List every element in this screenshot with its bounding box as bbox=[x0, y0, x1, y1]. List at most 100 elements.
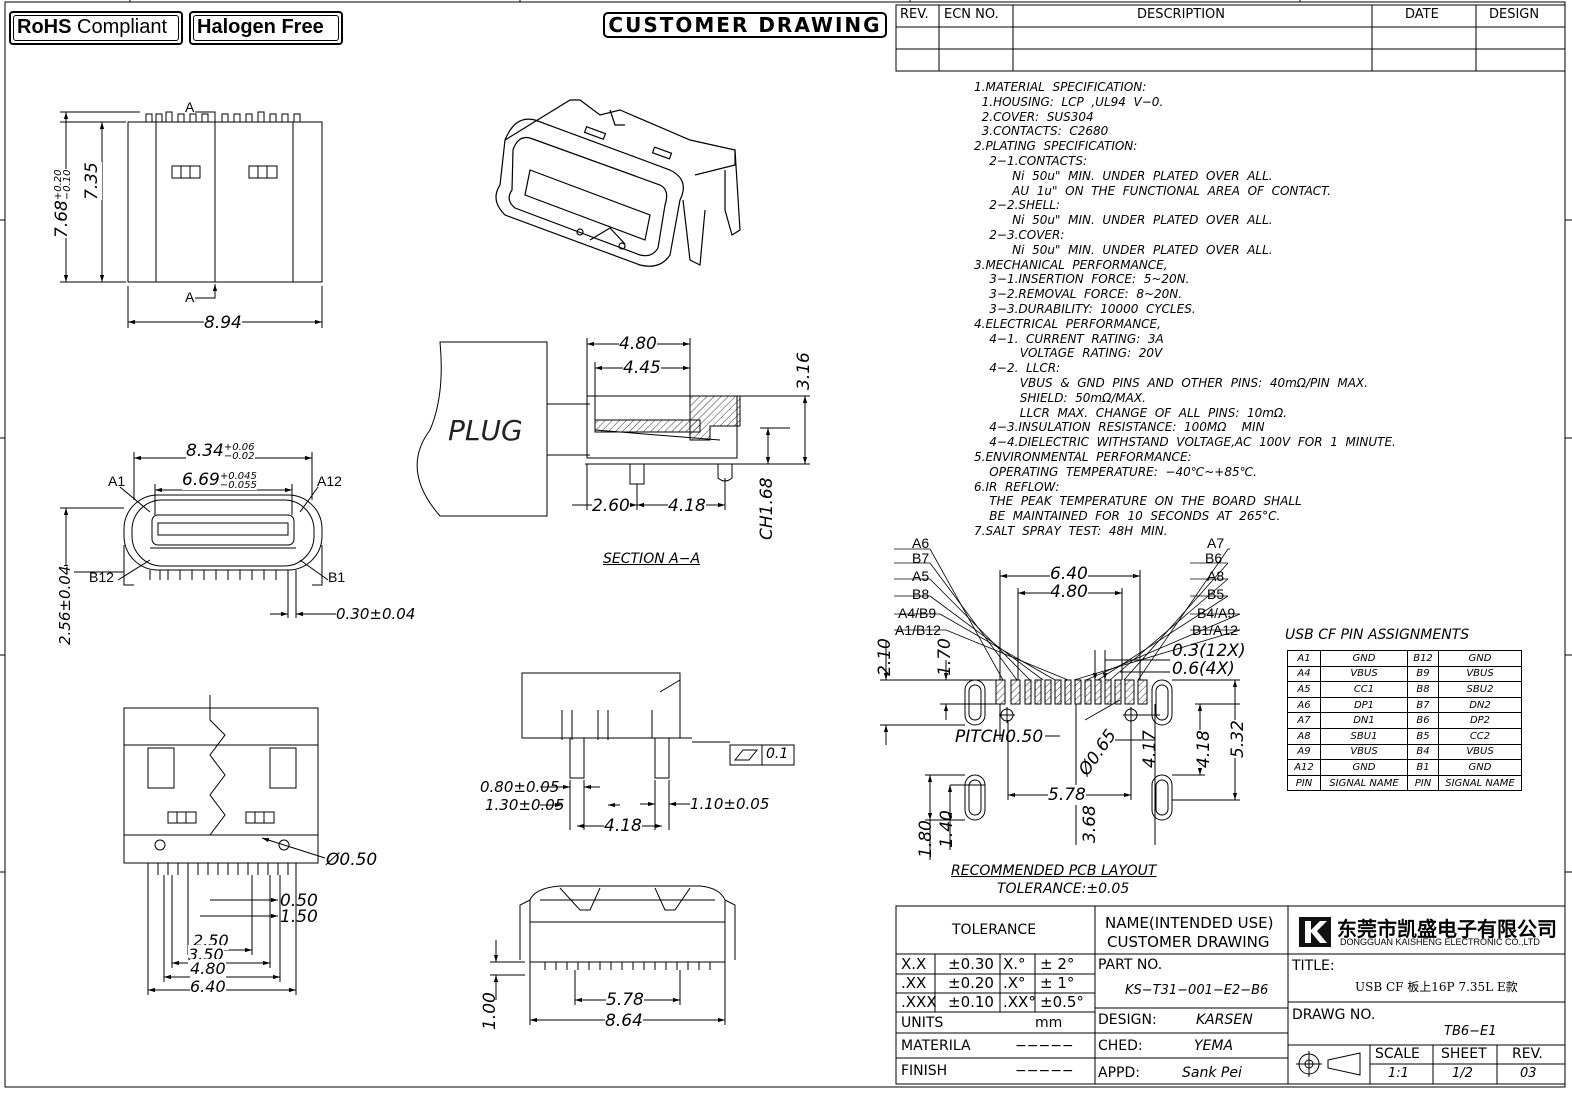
pcb-label-b6: B6 bbox=[1205, 550, 1223, 566]
pin-table-cell: B8 bbox=[1407, 681, 1439, 698]
pcb-label-a7: A7 bbox=[1207, 535, 1225, 551]
design-value: KARSEN bbox=[1196, 1012, 1253, 1028]
note-line: 6.IR REFLOW: bbox=[974, 479, 1060, 494]
pcb-label-b5: B5 bbox=[1207, 586, 1225, 602]
pcb-layout bbox=[880, 548, 1241, 860]
note-line: 2−2.SHELL: bbox=[974, 198, 1061, 213]
dim-pcb-640: 6.40 bbox=[1050, 564, 1088, 584]
section-caption: SECTION A−A bbox=[603, 551, 701, 567]
note-line: Ni 50u" MIN. UNDER PLATED OVER ALL. bbox=[974, 213, 1273, 228]
tolerance-cell: ±0.30 bbox=[948, 955, 994, 973]
pin-table-cell: VBUS bbox=[1320, 743, 1408, 761]
note-line: 3.CONTACTS: C2680 bbox=[974, 124, 1109, 139]
dim-pcb-418: 4.18 bbox=[1194, 730, 1214, 768]
drawing-type-title: CUSTOMER DRAWING bbox=[603, 12, 887, 38]
pin-table-cell: A4 bbox=[1287, 665, 1321, 683]
pcb-tolerance: TOLERANCE:±0.05 bbox=[997, 881, 1130, 897]
tolerance-cell: .X° bbox=[1003, 974, 1026, 992]
dim-side-080: 0.80±0.05 bbox=[480, 778, 560, 796]
dim-section-480: 4.80 bbox=[619, 334, 657, 354]
pin-table-cell: GND bbox=[1320, 759, 1408, 776]
tolerance-cell: ±0.5° bbox=[1040, 993, 1084, 1011]
dim-bottom-640: 6.40 bbox=[190, 977, 226, 996]
dim-pcb-180: 1.80 bbox=[916, 820, 936, 858]
dim-bottom-diameter: Ø0.50 bbox=[326, 850, 378, 870]
dim-rear-578: 5.78 bbox=[606, 990, 644, 1010]
description-header: DESCRIPTION bbox=[1137, 7, 1225, 22]
dim-section-chamfer: CH1.68 bbox=[757, 477, 777, 540]
sheet-border bbox=[4, 1, 1566, 1088]
specification-notes: 1.MATERIAL SPECIFICATION: 1.HOUSING: LCP… bbox=[974, 80, 1396, 539]
dim-pcb-140: 1.40 bbox=[937, 810, 957, 848]
dim-front-width: 8.34+0.06−0.02 bbox=[186, 441, 255, 462]
dim-pcb-210: 2.10 bbox=[875, 638, 895, 676]
revision-label: REV. bbox=[1512, 1046, 1543, 1062]
pin-table-cell: A6 bbox=[1287, 696, 1321, 714]
dim-section-316: 3.16 bbox=[794, 352, 814, 390]
flatness-value: 0.1 bbox=[766, 746, 789, 762]
front-label-a1: A1 bbox=[108, 473, 126, 489]
dim-side-130: 1.30±0.05 bbox=[485, 796, 565, 814]
tolerance-cell: X.° bbox=[1003, 955, 1026, 973]
dim-section-260: 2.60 bbox=[592, 496, 630, 516]
drawing-no-value: TB6−E1 bbox=[1444, 1024, 1497, 1039]
section-marker-bottom: A bbox=[185, 289, 195, 305]
dim-front-height: 2.56±0.04 bbox=[56, 565, 74, 645]
ecn-header: ECN NO. bbox=[944, 7, 999, 22]
dim-rear-864: 8.64 bbox=[605, 1011, 643, 1031]
design-label: DESIGN: bbox=[1098, 1012, 1157, 1028]
pcb-label-b8: B8 bbox=[912, 586, 930, 602]
pin-table-cell: B9 bbox=[1407, 665, 1439, 683]
pin-table-cell: GND bbox=[1320, 650, 1408, 667]
note-line: 4−3.INSULATION RESISTANCE: 100MΩ MIN bbox=[974, 420, 1265, 435]
plug-label: PLUG bbox=[448, 414, 523, 447]
tolerance-cell: X.X bbox=[901, 955, 927, 973]
date-header: DATE bbox=[1405, 7, 1439, 22]
dim-bottom-480: 4.80 bbox=[190, 959, 226, 978]
checked-label: CHED: bbox=[1098, 1038, 1143, 1054]
drawing-no-label: DRAWG NO. bbox=[1292, 1007, 1376, 1023]
pcb-label-a1b12: A1/B12 bbox=[895, 622, 941, 638]
pin-table-cell: SIGNAL NAME bbox=[1438, 774, 1522, 792]
rohs-bold: RoHS bbox=[17, 16, 72, 38]
part-no-value: KS−T31−001−E2−B6 bbox=[1125, 983, 1269, 998]
rear-view bbox=[490, 885, 736, 1025]
note-line: 4.ELECTRICAL PERFORMANCE, bbox=[974, 316, 1161, 331]
rohs-badge: RoHS Compliant bbox=[9, 11, 183, 45]
finish-label: FINISH bbox=[901, 1063, 948, 1079]
dim-side-418: 4.18 bbox=[604, 816, 642, 836]
pin-table-cell: PIN bbox=[1287, 774, 1321, 792]
pin-table-cell: B4 bbox=[1407, 743, 1439, 761]
dim-front-inner: 6.69+0.045−0.055 bbox=[182, 470, 257, 491]
approved-value: Sank Pei bbox=[1182, 1065, 1242, 1081]
note-line: BE MAINTAINED FOR 10 SECONDS AT 265°C. bbox=[974, 509, 1281, 524]
design-header: DESIGN bbox=[1489, 7, 1540, 22]
dim-pin-width: 0.30±0.04 bbox=[336, 605, 416, 623]
material-label: MATERILA bbox=[901, 1038, 971, 1054]
note-line: 3−2.REMOVAL FORCE: 8~20N. bbox=[974, 287, 1183, 302]
pcb-label-a5: A5 bbox=[912, 568, 930, 584]
pcb-caption: RECOMMENDED PCB LAYOUT bbox=[951, 863, 1157, 879]
note-line: 5.ENVIRONMENTAL PERFORMANCE: bbox=[974, 449, 1192, 464]
units-value: mm bbox=[1035, 1015, 1063, 1031]
note-line: 2.PLATING SPECIFICATION: bbox=[974, 139, 1138, 154]
front-label-b12: B12 bbox=[89, 569, 114, 585]
pin-table-cell: A1 bbox=[1287, 650, 1321, 667]
pin-table-cell: PIN bbox=[1407, 774, 1439, 792]
note-line: OPERATING TEMPERATURE: −40℃~+85℃. bbox=[974, 464, 1257, 479]
approved-label: APPD: bbox=[1098, 1065, 1140, 1081]
pin-table-cell: VBUS bbox=[1438, 743, 1522, 761]
pin-table-cell: SIGNAL NAME bbox=[1320, 774, 1408, 792]
pin-table-cell: B1 bbox=[1407, 759, 1439, 776]
dim-pcb-532: 5.32 bbox=[1228, 720, 1248, 758]
note-line: 1.HOUSING: LCP ,UL94 V−0. bbox=[974, 94, 1164, 109]
dim-rear-100: 1.00 bbox=[480, 992, 500, 1030]
pin-table-cell: DP1 bbox=[1320, 696, 1408, 714]
note-line: 3−3.DURABILITY: 10000 CYCLES. bbox=[974, 301, 1196, 316]
pin-table-cell: A5 bbox=[1287, 681, 1321, 698]
dim-pcb-368: 3.68 bbox=[1080, 805, 1100, 843]
